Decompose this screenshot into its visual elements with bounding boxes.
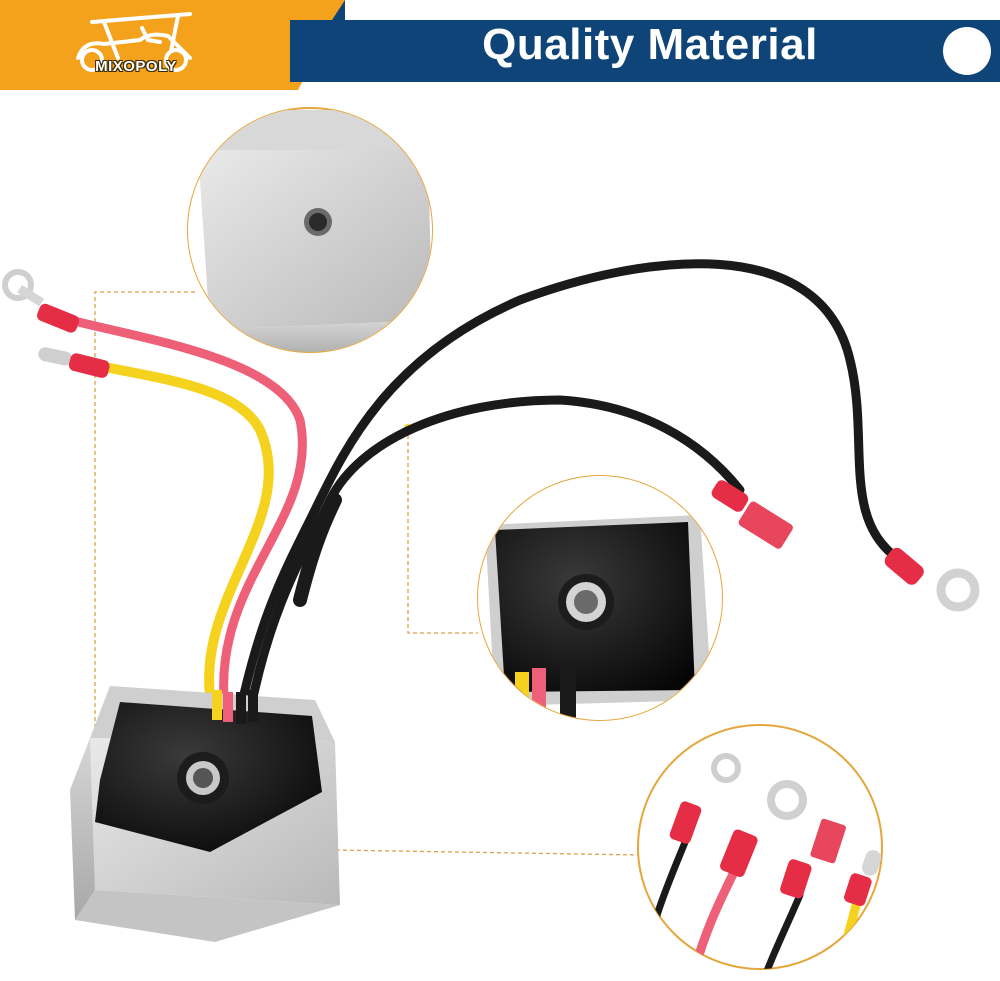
terminals-detail: [637, 724, 883, 970]
golf-cart-logo-icon: [76, 12, 192, 72]
banner-navy-bar: [290, 20, 1000, 82]
header-banner: [0, 0, 1000, 90]
voltage-regulator: [70, 686, 340, 942]
wires: [65, 259, 905, 717]
banner-navy-edge: [332, 0, 345, 20]
ring-terminal-right: [884, 547, 980, 612]
banner-circle-icon: [943, 27, 991, 75]
spade-terminal-right: [711, 480, 793, 549]
epoxy-bottom-detail: [477, 475, 723, 721]
bullet-terminal-left: [38, 347, 110, 378]
aluminum-top-detail: [187, 107, 433, 353]
brand-name: MIXOPOLY: [95, 58, 177, 75]
ring-terminal-left: [2, 269, 80, 333]
page-title: Quality Material: [482, 20, 818, 69]
